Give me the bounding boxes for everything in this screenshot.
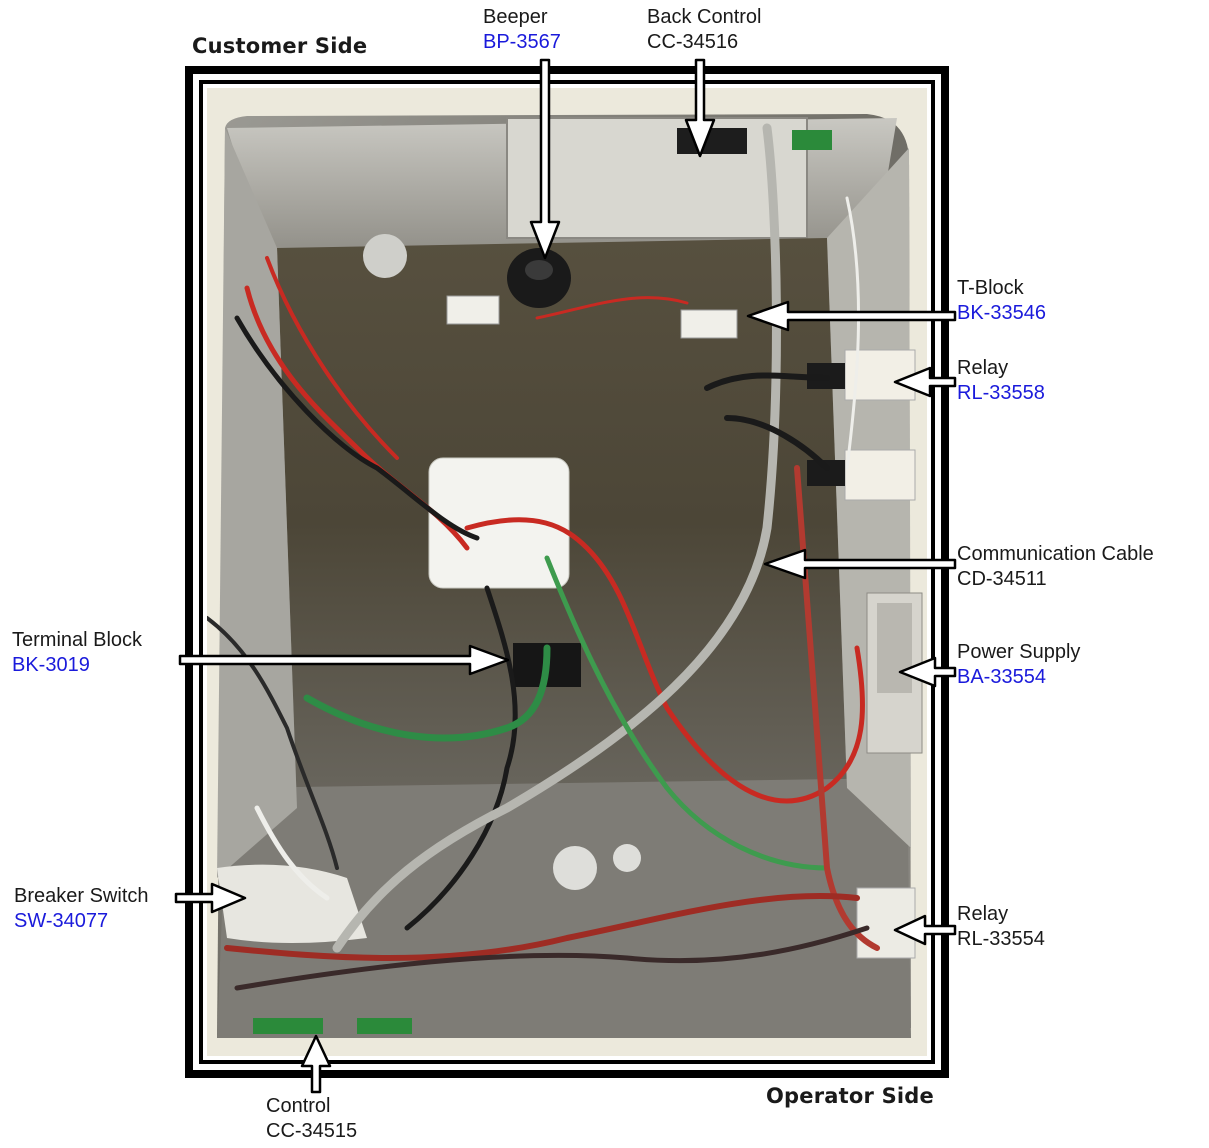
callout-control: Control CC-34515	[266, 1094, 357, 1144]
arrow-beeper	[529, 58, 561, 260]
callout-name: Power Supply	[957, 641, 1081, 663]
part-number: CC-34515	[266, 1120, 358, 1142]
part-number: BP-3567	[483, 31, 561, 53]
part-number: CC-34516	[647, 31, 739, 53]
callout-relay-top: Relay RL-33558	[957, 356, 1045, 406]
callout-name: Communication Cable	[957, 543, 1154, 565]
part-number: RL-33554	[957, 928, 1045, 950]
callout-name: Back Control	[647, 6, 762, 28]
callout-name: Terminal Block	[12, 629, 143, 651]
part-number: BK-33546	[957, 302, 1046, 324]
arrow-back-control	[684, 58, 716, 158]
arrow-t-block	[746, 300, 957, 332]
callout-breaker-switch: Breaker Switch SW-34077	[14, 884, 149, 934]
callout-name: Control	[266, 1095, 331, 1117]
part-number: SW-34077	[14, 910, 109, 932]
callout-power-supply: Power Supply BA-33554	[957, 640, 1080, 690]
part-number: CD-34511	[957, 568, 1047, 590]
arrow-breaker-switch	[174, 882, 247, 914]
callout-beeper: Beeper BP-3567	[483, 5, 561, 55]
arrow-relay-bottom	[893, 914, 957, 946]
callout-communication-cable: Communication Cable CD-34511	[957, 542, 1154, 592]
callout-relay-bottom: Relay RL-33554	[957, 902, 1045, 952]
part-number: RL-33558	[957, 382, 1045, 404]
arrow-relay-top	[893, 366, 957, 398]
callout-name: Relay	[957, 903, 1009, 925]
callout-name: Relay	[957, 357, 1009, 379]
callout-terminal-block: Terminal Block BK-3019	[12, 628, 142, 678]
part-number: BK-3019	[12, 654, 90, 676]
customer-side-label: Customer Side	[192, 34, 368, 58]
part-number: BA-33554	[957, 666, 1046, 688]
callout-name: T-Block	[957, 277, 1024, 299]
callout-name: Beeper	[483, 6, 548, 28]
arrow-terminal-block	[178, 644, 510, 676]
enclosure-photo	[207, 88, 927, 1056]
arrow-control	[300, 1034, 332, 1094]
operator-side-label: Operator Side	[766, 1084, 934, 1108]
arrow-power-supply	[898, 656, 957, 688]
callout-back-control: Back Control CC-34516	[647, 5, 762, 55]
callout-t-block: T-Block BK-33546	[957, 276, 1046, 326]
arrow-communication-cable	[763, 548, 957, 580]
callout-name: Breaker Switch	[14, 885, 149, 907]
